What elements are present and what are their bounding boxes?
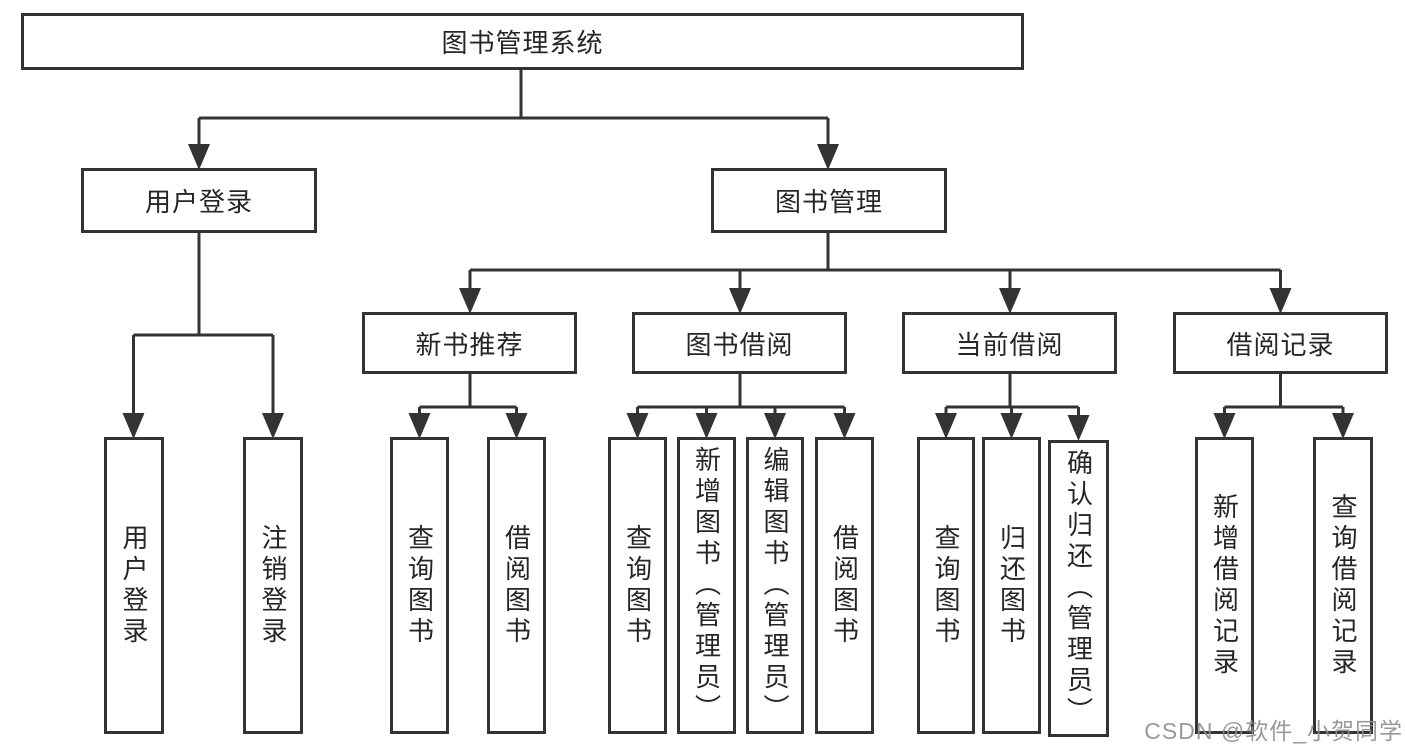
leaf-current-query-books-label: 查询图书 — [931, 523, 961, 648]
leaf-add-borrow-record-label: 新增借阅记录 — [1209, 492, 1240, 679]
node-book-management: 图书管理 — [711, 168, 947, 233]
node-current-borrow: 当前借阅 — [902, 312, 1117, 374]
leaf-logout: 注销登录 — [243, 437, 303, 734]
node-user-login: 用户登录 — [81, 168, 317, 233]
node-borrow-records: 借阅记录 — [1173, 312, 1388, 374]
leaf-edit-books-admin: 编辑图书（管理员） — [746, 437, 804, 734]
node-new-book-recommend: 新书推荐 — [362, 312, 577, 374]
leaf-confirm-return-admin-label: 确认归还（管理员） — [1063, 449, 1094, 728]
leaf-add-books-admin: 新增图书（管理员） — [677, 437, 736, 734]
leaf-query-borrow-record-label: 查询借阅记录 — [1328, 492, 1358, 679]
leaf-user-login-label: 用户登录 — [119, 523, 149, 648]
leaf-add-books-admin-label: 新增图书（管理员） — [691, 446, 722, 725]
node-user-login-label: 用户登录 — [144, 187, 253, 217]
node-book-management-label: 图书管理 — [774, 187, 883, 217]
leaf-return-books: 归还图书 — [982, 437, 1041, 734]
leaf-recommend-query-books-label: 查询图书 — [404, 523, 435, 648]
node-book-borrow: 图书借阅 — [632, 312, 847, 374]
leaf-confirm-return-admin: 确认归还（管理员） — [1048, 440, 1109, 737]
leaf-user-login: 用户登录 — [104, 437, 164, 734]
leaf-query-borrow-record: 查询借阅记录 — [1313, 437, 1373, 734]
leaf-borrow-query-books: 查询图书 — [608, 437, 667, 734]
leaf-recommend-borrow-books-label: 借阅图书 — [501, 523, 532, 648]
node-borrow-records-label: 借阅记录 — [1226, 329, 1335, 360]
leaf-borrow-query-books-label: 查询图书 — [622, 523, 653, 648]
leaf-current-query-books: 查询图书 — [917, 437, 975, 734]
node-library-system-label: 图书管理系统 — [441, 28, 604, 58]
leaf-recommend-query-books: 查询图书 — [390, 437, 449, 734]
watermark: CSDN @软件_小贺同学 — [1144, 718, 1403, 744]
node-current-borrow-label: 当前借阅 — [955, 329, 1064, 360]
leaf-borrow-books-label: 借阅图书 — [829, 523, 860, 648]
leaf-return-books-label: 归还图书 — [996, 523, 1027, 648]
node-new-book-recommend-label: 新书推荐 — [415, 329, 524, 360]
leaf-logout-label: 注销登录 — [258, 523, 288, 648]
node-book-borrow-label: 图书借阅 — [685, 329, 794, 360]
node-library-system: 图书管理系统 — [21, 13, 1024, 70]
leaf-add-borrow-record: 新增借阅记录 — [1195, 437, 1254, 734]
leaf-edit-books-admin-label: 编辑图书（管理员） — [760, 446, 790, 725]
leaf-recommend-borrow-books: 借阅图书 — [487, 437, 546, 734]
leaf-borrow-books: 借阅图书 — [815, 437, 874, 734]
